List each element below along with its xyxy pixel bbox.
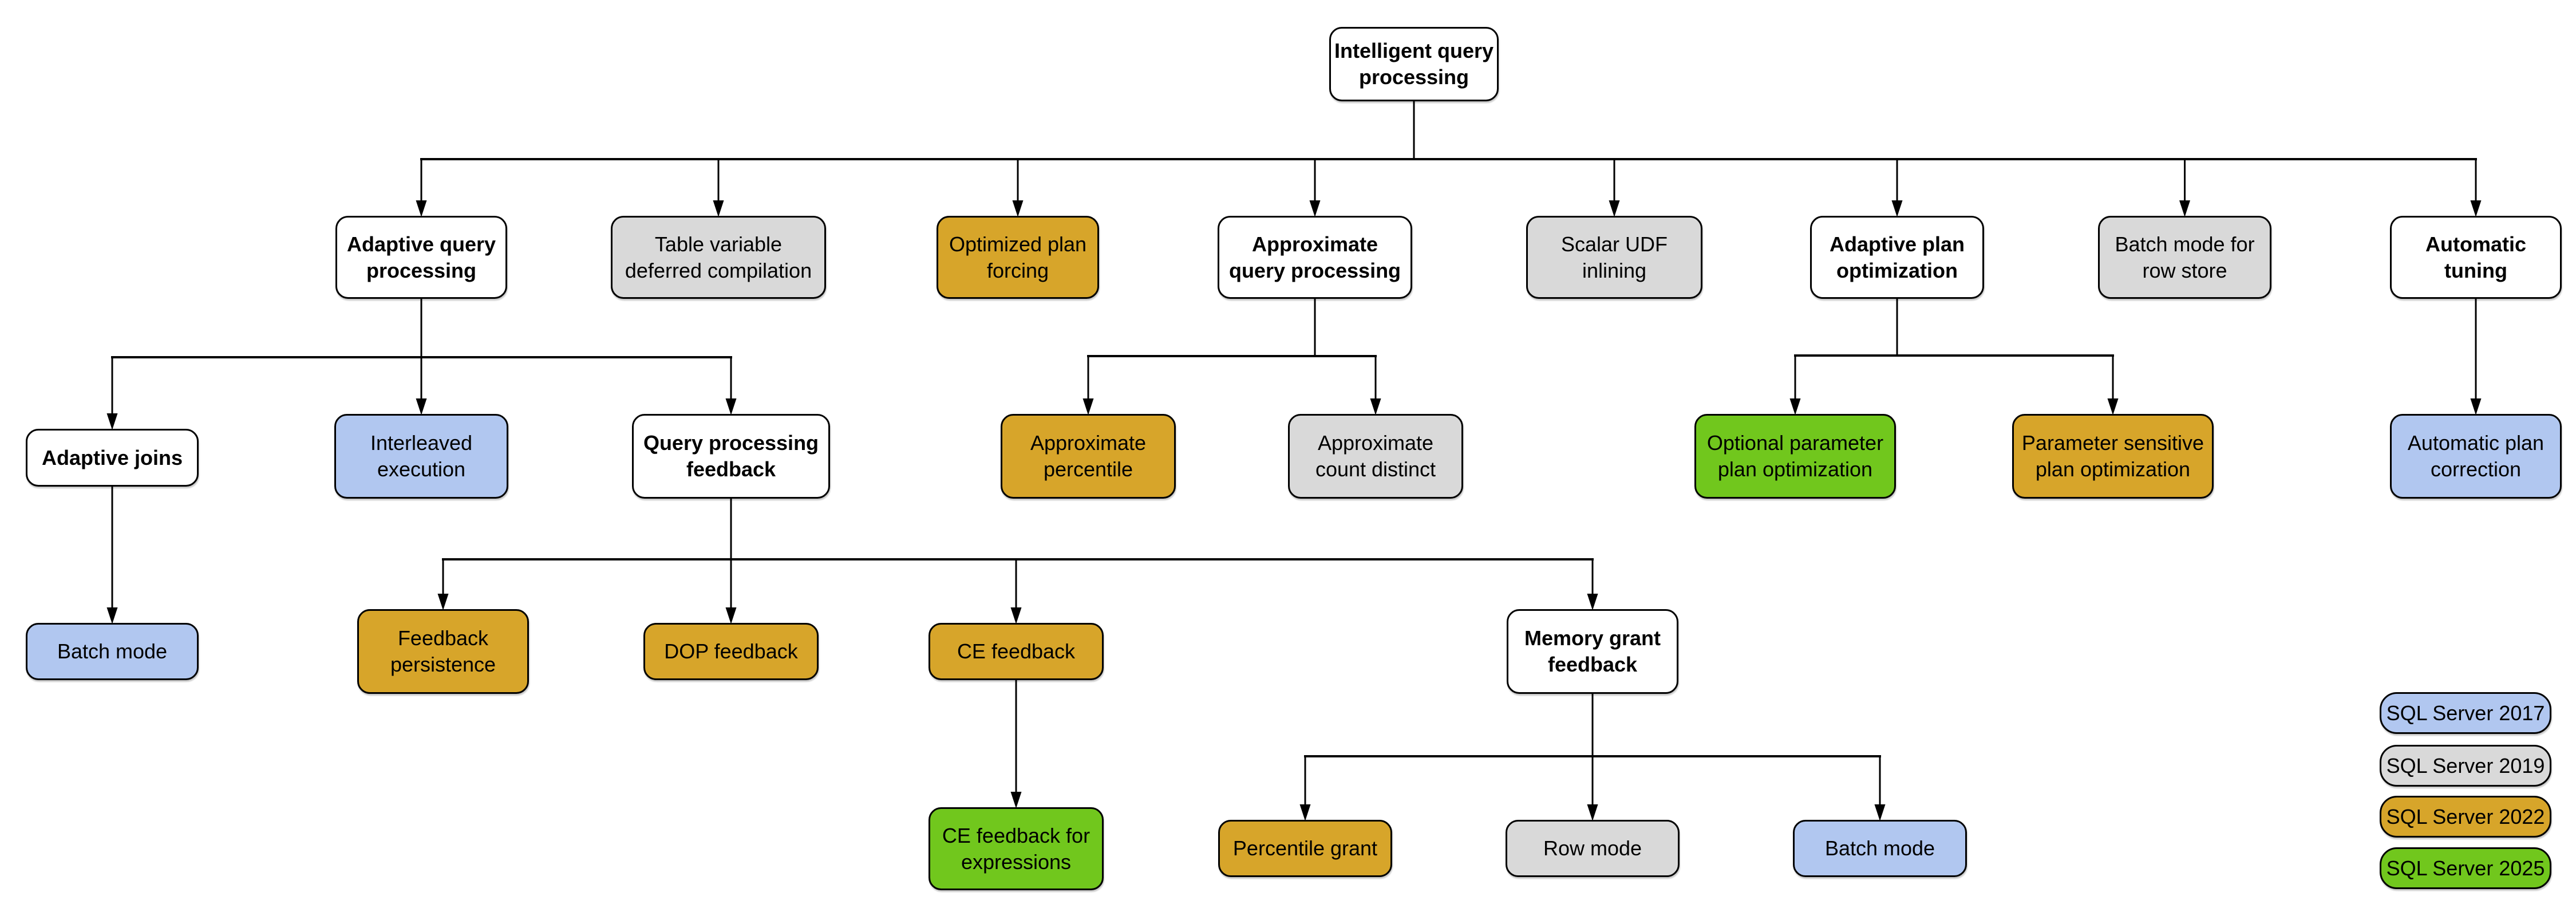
node-approximate-count-distinct: Approximate count distinct <box>1288 414 1463 499</box>
node-label: Query processing feedback <box>643 431 819 481</box>
node-label: Scalar UDF inlining <box>1560 232 1668 282</box>
node-label: Adaptive joins <box>41 445 183 469</box>
legend-item-sql-server-2025: SQL Server 2025 <box>2380 847 2551 889</box>
node-label: Percentile grant <box>1232 836 1378 860</box>
node-batch-mode-for-row-store: Batch mode for row store <box>2098 216 2271 299</box>
node-label: Memory grant feedback <box>1524 626 1661 676</box>
node-label: Batch mode <box>1824 836 1935 860</box>
node-label: Approximate percentile <box>1030 431 1147 481</box>
node-batch-mode: Batch mode <box>1793 820 1967 877</box>
node-query-processing-feedback: Query processing feedback <box>632 414 830 499</box>
node-dop-feedback: DOP feedback <box>643 623 819 680</box>
node-label: Optimized plan forcing <box>949 232 1087 282</box>
node-label: Approximate query processing <box>1228 232 1401 282</box>
node-label: Interleaved execution <box>370 431 473 481</box>
node-label: Feedback persistence <box>390 626 496 676</box>
node-label: CE feedback for expressions <box>942 823 1091 874</box>
node-label: Optional parameter plan optimization <box>1706 431 1884 481</box>
node-label: Automatic plan correction <box>2407 431 2545 481</box>
legend-label: SQL Server 2022 <box>2386 804 2545 828</box>
node-optional-parameter-plan-optimization: Optional parameter plan optimization <box>1694 414 1896 499</box>
node-table-variable-deferred-compilation: Table variable deferred compilation <box>611 216 826 299</box>
node-adaptive-query-processing: Adaptive query processing <box>335 216 507 299</box>
node-label: Intelligent query processing <box>1334 39 1494 89</box>
node-batch-mode: Batch mode <box>26 623 199 680</box>
node-label: Adaptive plan optimization <box>1829 232 1965 282</box>
node-label: Batch mode <box>57 639 168 664</box>
node-automatic-tuning: Automatic tuning <box>2390 216 2562 299</box>
node-ce-feedback-for-expressions: CE feedback for expressions <box>929 807 1104 890</box>
node-label: DOP feedback <box>664 639 798 664</box>
node-row-mode: Row mode <box>1506 820 1680 877</box>
node-percentile-grant: Percentile grant <box>1218 820 1392 877</box>
node-automatic-plan-correction: Automatic plan correction <box>2390 414 2562 499</box>
node-scalar-udf-inlining: Scalar UDF inlining <box>1526 216 1702 299</box>
node-parameter-sensitive-plan-optimization: Parameter sensitive plan optimization <box>2012 414 2214 499</box>
node-label: Adaptive query processing <box>346 232 496 282</box>
node-interleaved-execution: Interleaved execution <box>334 414 508 499</box>
node-label: Row mode <box>1543 836 1642 860</box>
legend-item-sql-server-2017: SQL Server 2017 <box>2380 692 2551 734</box>
node-label: Parameter sensitive plan optimization <box>2021 431 2204 481</box>
node-label: Batch mode for row store <box>2115 232 2255 282</box>
node-feedback-persistence: Feedback persistence <box>357 609 529 694</box>
legend-label: SQL Server 2025 <box>2386 856 2545 880</box>
node-approximate-query-processing: Approximate query processing <box>1218 216 1412 299</box>
node-adaptive-joins: Adaptive joins <box>26 429 199 487</box>
node-label: Table variable deferred compilation <box>625 232 812 282</box>
legend-label: SQL Server 2017 <box>2386 701 2545 725</box>
node-memory-grant-feedback: Memory grant feedback <box>1507 609 1678 694</box>
legend-label: SQL Server 2019 <box>2386 753 2545 777</box>
node-approximate-percentile: Approximate percentile <box>1001 414 1176 499</box>
legend-item-sql-server-2019: SQL Server 2019 <box>2380 745 2551 787</box>
legend-item-sql-server-2022: SQL Server 2022 <box>2380 796 2551 838</box>
node-adaptive-plan-optimization: Adaptive plan optimization <box>1810 216 1984 299</box>
node-optimized-plan-forcing: Optimized plan forcing <box>937 216 1099 299</box>
node-label: Approximate count distinct <box>1315 431 1436 481</box>
node-label: Automatic tuning <box>2425 232 2526 282</box>
node-intelligent-query-processing: Intelligent query processing <box>1329 27 1499 101</box>
node-ce-feedback: CE feedback <box>929 623 1104 680</box>
node-label: CE feedback <box>957 639 1076 664</box>
